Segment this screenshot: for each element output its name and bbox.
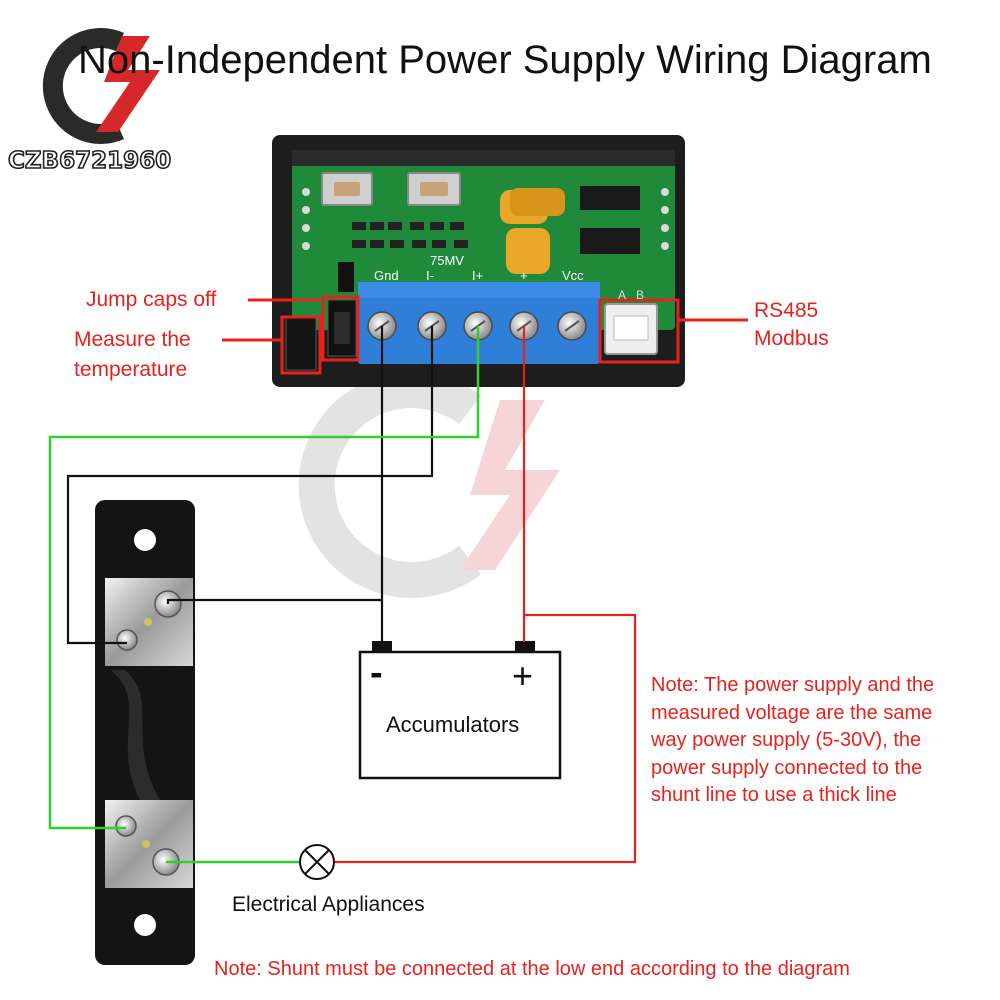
power-supply-note: Note: The power supply and the measured … [651, 672, 934, 810]
battery-label: Accumulators [386, 712, 520, 737]
battery-minus-sign: - [370, 652, 383, 694]
power-note-line: measured voltage are the same [651, 701, 933, 724]
jump-caps-box [321, 295, 360, 362]
power-note-line: power supply connected to the [651, 756, 923, 779]
measure-temp-label-2: temperature [74, 358, 188, 381]
terminal-label-vcc: Vcc [562, 268, 584, 283]
shunt-screw-top-sense [116, 629, 138, 651]
wire-i-minus [66, 326, 434, 645]
annotation-leaders [222, 298, 748, 342]
terminal-screw-slot [564, 320, 580, 332]
battery-plus-sign: + [512, 655, 534, 696]
appliances-label: Electrical Appliances [232, 893, 425, 916]
power-note-line: shunt line to use a thick line [651, 784, 897, 806]
temperature-connector [285, 317, 317, 371]
watermark-logo [298, 372, 560, 598]
shunt-note: Note: Shunt must be connected at the low… [214, 958, 850, 980]
measure-temp-label-1: Measure the [74, 328, 191, 351]
annotation-boxes [280, 295, 680, 375]
brand-logo [42, 28, 160, 144]
battery-pos-post [515, 641, 535, 653]
battery [358, 641, 562, 780]
diagram-title: Non-Independent Power Supply Wiring Diag… [78, 38, 932, 82]
power-note-line: Note: The power supply and the [651, 674, 935, 696]
lamp-icon [299, 844, 335, 880]
battery-neg-post [372, 641, 392, 653]
battery-body [358, 650, 562, 780]
rs485-label-1: RS485 [754, 299, 819, 322]
wire-plus-to-lamp [334, 613, 637, 864]
brand-logo-text: CZB6721960 [7, 147, 172, 175]
wire-i-plus [48, 326, 480, 830]
pcb-silkscreen: 75MV [430, 253, 464, 268]
terminal-label-i-minus: I- [426, 268, 434, 283]
jump-caps-label: Jump caps off [86, 288, 217, 311]
port-label-a: A [618, 288, 627, 302]
red-wires [334, 326, 637, 864]
rs485-label-2: Modbus [754, 327, 829, 350]
green-wires [48, 326, 480, 864]
terminal-label-gnd: Gnd [374, 268, 399, 283]
black-wires [66, 326, 434, 645]
shunt-screw-bottom-sense [115, 815, 137, 837]
terminal-label-i-plus: I+ [472, 268, 484, 283]
wire-shunt-main-to-neg [166, 598, 382, 604]
power-note-line: way power supply (5-30V), the [651, 729, 922, 751]
rs485-box [598, 298, 680, 364]
shunt-resistor [95, 500, 195, 965]
temperature-box [280, 315, 322, 375]
terminal-label-plus: + [520, 268, 528, 283]
port-label-b: B [636, 288, 645, 302]
shunt-body [95, 500, 195, 965]
